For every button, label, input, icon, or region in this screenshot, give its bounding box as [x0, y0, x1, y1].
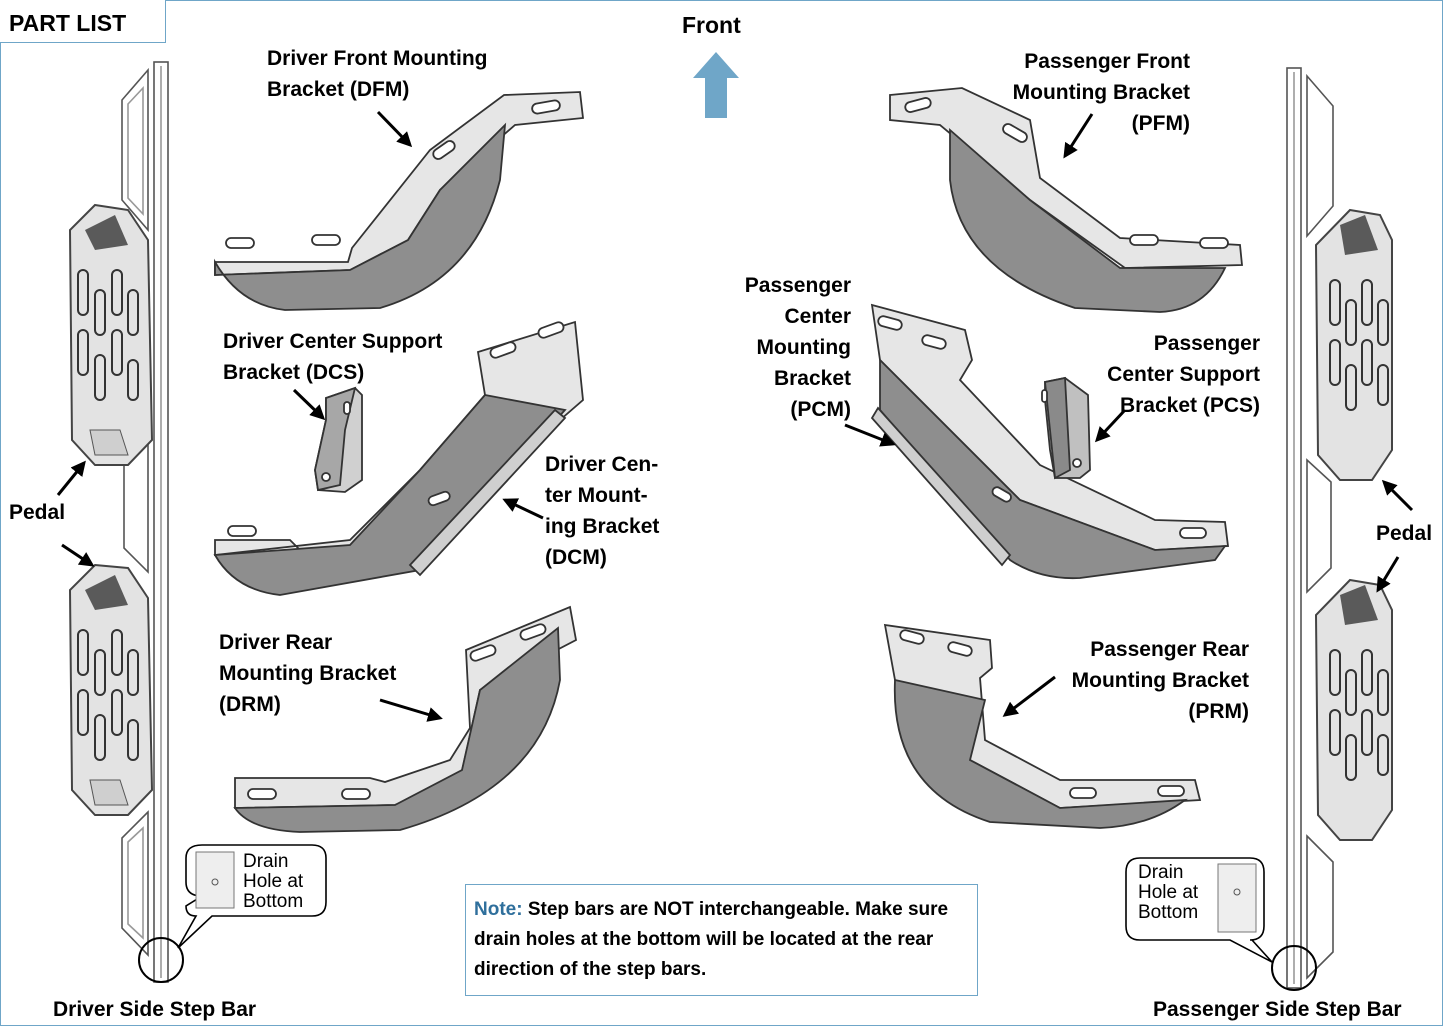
label-dcs: Driver Center Support Bracket (DCS): [223, 330, 443, 384]
drain-label-driver: Drain Hole at Bottom: [243, 851, 304, 912]
label-drm: Driver Rear Mounting Bracket (DRM): [219, 631, 397, 716]
driver-pedal-lower: [68, 563, 154, 816]
passenger-side-title: Passenger Side Step Bar: [1153, 998, 1402, 1021]
label-dfm: Driver Front Mounting Bracket (DFM): [267, 47, 488, 101]
passenger-pedal-upper: [1314, 208, 1393, 481]
label-pedal-right: Pedal: [1376, 522, 1433, 545]
note-text: Step bars are NOT interchangeable. Make …: [474, 899, 949, 980]
driver-pedal-upper: [68, 203, 154, 466]
driver-step-bar: [121, 61, 169, 983]
label-pcm: Passenger Center Mounting Bracket (PCM): [744, 274, 851, 421]
prm-bracket: [883, 623, 1202, 829]
driver-side-title: Driver Side Step Bar: [53, 998, 257, 1021]
passenger-step-bar: [1286, 67, 1334, 989]
note-box: Note: Step bars are NOT interchangeable.…: [465, 884, 978, 996]
dcs-bracket: [314, 386, 363, 493]
dfm-bracket: [214, 91, 584, 311]
pcs-bracket: [1041, 376, 1091, 480]
passenger-drain-callout: [1125, 857, 1317, 991]
front-label: Front: [682, 12, 741, 38]
dcm-bracket: [213, 320, 584, 596]
pfm-bracket: [889, 87, 1243, 313]
label-pedal-left: Pedal: [9, 501, 66, 524]
label-prm: Passenger Rear Mounting Bracket (PRM): [1071, 638, 1249, 723]
label-pcs: Passenger Center Support Bracket (PCS): [1107, 332, 1260, 417]
part-list-tab: PART LIST: [0, 0, 166, 43]
driver-drain-callout: [138, 844, 327, 983]
note-label: Note:: [474, 899, 523, 920]
drm-bracket: [233, 605, 578, 833]
front-arrow-icon: [693, 52, 739, 118]
pcm-bracket: [870, 303, 1230, 580]
label-dcm: Driver Cen- ter Mount- ing Bracket (DCM): [545, 453, 660, 569]
drain-label-passenger: Drain Hole at Bottom: [1138, 862, 1199, 923]
passenger-pedal-lower: [1314, 578, 1393, 841]
leader-arrows: [56, 110, 1414, 722]
part-list-title: PART LIST: [9, 10, 127, 36]
label-pfm: Passenger Front Mounting Bracket (PFM): [1012, 50, 1190, 135]
